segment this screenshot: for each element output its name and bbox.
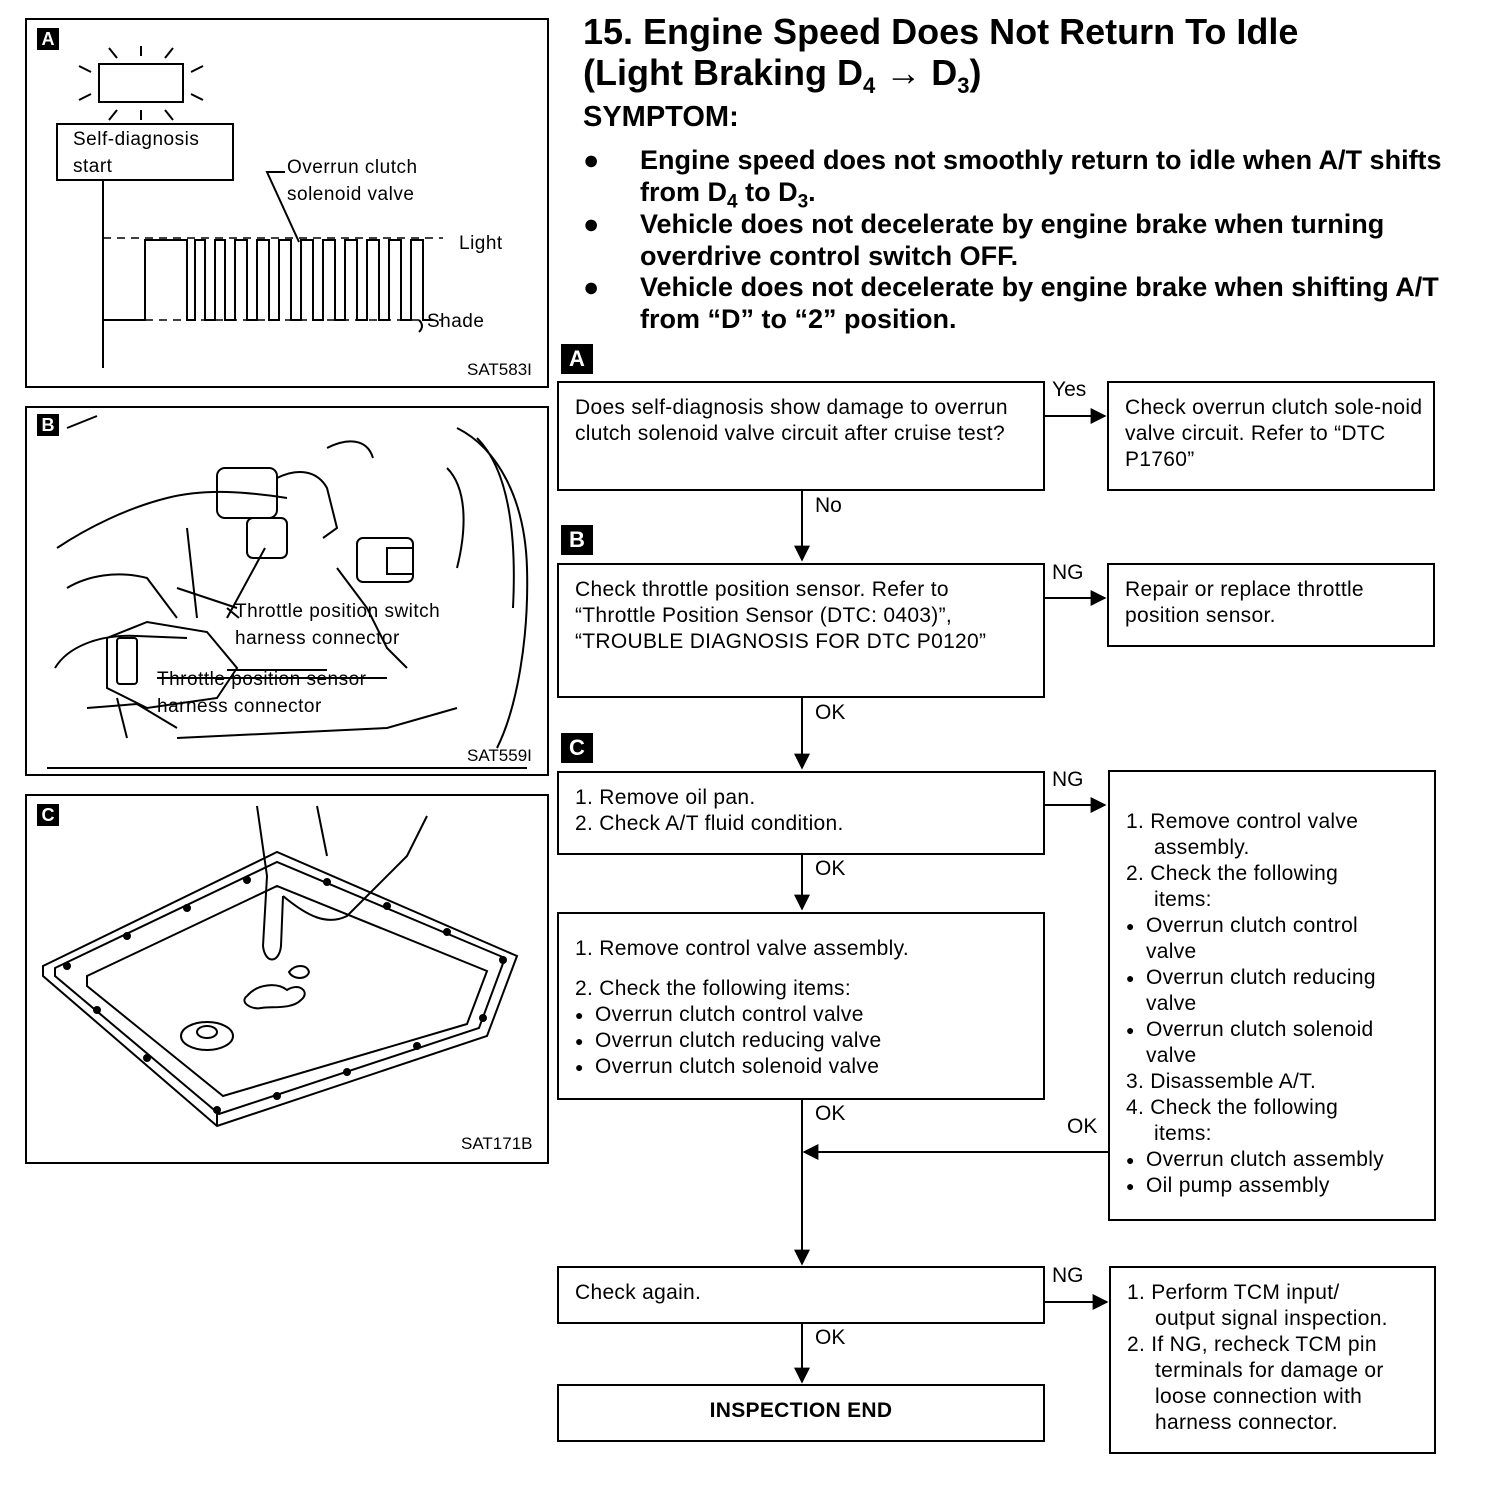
question-check-again: Check again.: [557, 1266, 1045, 1324]
inspection-end: INSPECTION END: [557, 1384, 1045, 1442]
figure-c-badge: C: [37, 804, 59, 826]
edge-label-ok: OK: [815, 1102, 846, 1125]
edge-label-ng: NG: [1052, 1264, 1084, 1287]
action-perform-tcm-inspection: 1. Perform TCM input/ output signal insp…: [1109, 1266, 1436, 1454]
action-remove-control-valve: 1. Remove control valve assembly. 2. Che…: [557, 912, 1045, 1100]
edge-label-ok: OK: [815, 1326, 846, 1349]
symptom-heading: SYMPTOM:: [583, 101, 739, 133]
edge-label-yes: Yes: [1052, 378, 1087, 401]
question-self-diagnosis: Does self-diagnosis show damage to overr…: [557, 381, 1045, 491]
indicator-lamp-icon: [98, 63, 184, 103]
edge-label-ok: OK: [815, 701, 846, 724]
list-item: Overrun clutch solenoid valve: [575, 1054, 1035, 1080]
action-check-solenoid-circuit: Check overrun clutch sole-noid valve cir…: [1107, 381, 1435, 491]
symptom-item: ● Vehicle does not decelerate by engine …: [583, 272, 1439, 334]
edge-label-ok: OK: [815, 857, 846, 880]
page-title-subtitle: (Light Braking D4 → D3): [583, 52, 982, 99]
page-title: 15. Engine Speed Does Not Return To Idle: [583, 11, 1299, 52]
step-b-badge: B: [561, 525, 593, 555]
label-shade: Shade: [427, 311, 485, 332]
list-item: Overrun clutch assembly: [1126, 1147, 1426, 1173]
edge-label-ok: OK: [1067, 1115, 1098, 1138]
step-c-badge: C: [561, 733, 593, 763]
engine-harness-illustration: [47, 415, 529, 769]
edge-label-no: No: [815, 494, 842, 517]
label-light: Light: [459, 233, 503, 254]
figure-b-engine-illustration: B: [25, 406, 549, 776]
figure-a-self-diagnosis: A Self-diagnosis start Overrun clutch so…: [25, 18, 549, 388]
figure-a-badge: A: [37, 28, 59, 50]
bullet-icon: ●: [583, 272, 600, 302]
figure-c-oil-pan: C SAT171B: [25, 794, 549, 1164]
figure-b-code: SAT559I: [467, 746, 532, 765]
list-item: Overrun clutch control valve: [575, 1002, 1035, 1028]
figure-a-code: SAT583I: [467, 360, 532, 379]
step-a-badge: A: [561, 344, 593, 374]
label-throttle-position-sensor-connector: Throttle position sensor harness connect…: [157, 669, 367, 717]
list-item: Oil pump assembly: [1126, 1173, 1426, 1199]
symptom-item: ● Engine speed does not smoothly return …: [583, 145, 1442, 213]
oil-pan-illustration: [42, 805, 519, 1128]
symptom-item: ● Vehicle does not decelerate by engine …: [583, 209, 1385, 271]
figure-b-badge: B: [37, 414, 59, 436]
label-overrun-clutch-solenoid-valve: Overrun clutch solenoid valve: [287, 157, 418, 205]
question-throttle-position-sensor: Check throttle position sensor. Refer to…: [557, 563, 1045, 698]
edge-label-ng: NG: [1052, 768, 1084, 791]
label-throttle-position-switch-connector: Throttle position switch harness connect…: [235, 601, 441, 649]
list-item: Overrun clutch reducing valve: [575, 1028, 1035, 1054]
edge-label-ng: NG: [1052, 561, 1084, 584]
figure-c-code: SAT171B: [461, 1134, 533, 1153]
self-diagnosis-waveform-diagram: [56, 46, 443, 368]
action-repair-throttle-sensor: Repair or replace throttle position sens…: [1107, 563, 1435, 647]
action-remove-control-valve-disassemble: 1. Remove control valve assembly. 2. Che…: [1108, 770, 1436, 1221]
bullet-icon: ●: [583, 145, 600, 175]
label-self-diagnosis-start: Self-diagnosis start: [73, 129, 200, 177]
question-remove-oil-pan: 1. Remove oil pan. 2. Check A/T fluid co…: [557, 771, 1045, 855]
bullet-icon: ●: [583, 209, 600, 239]
